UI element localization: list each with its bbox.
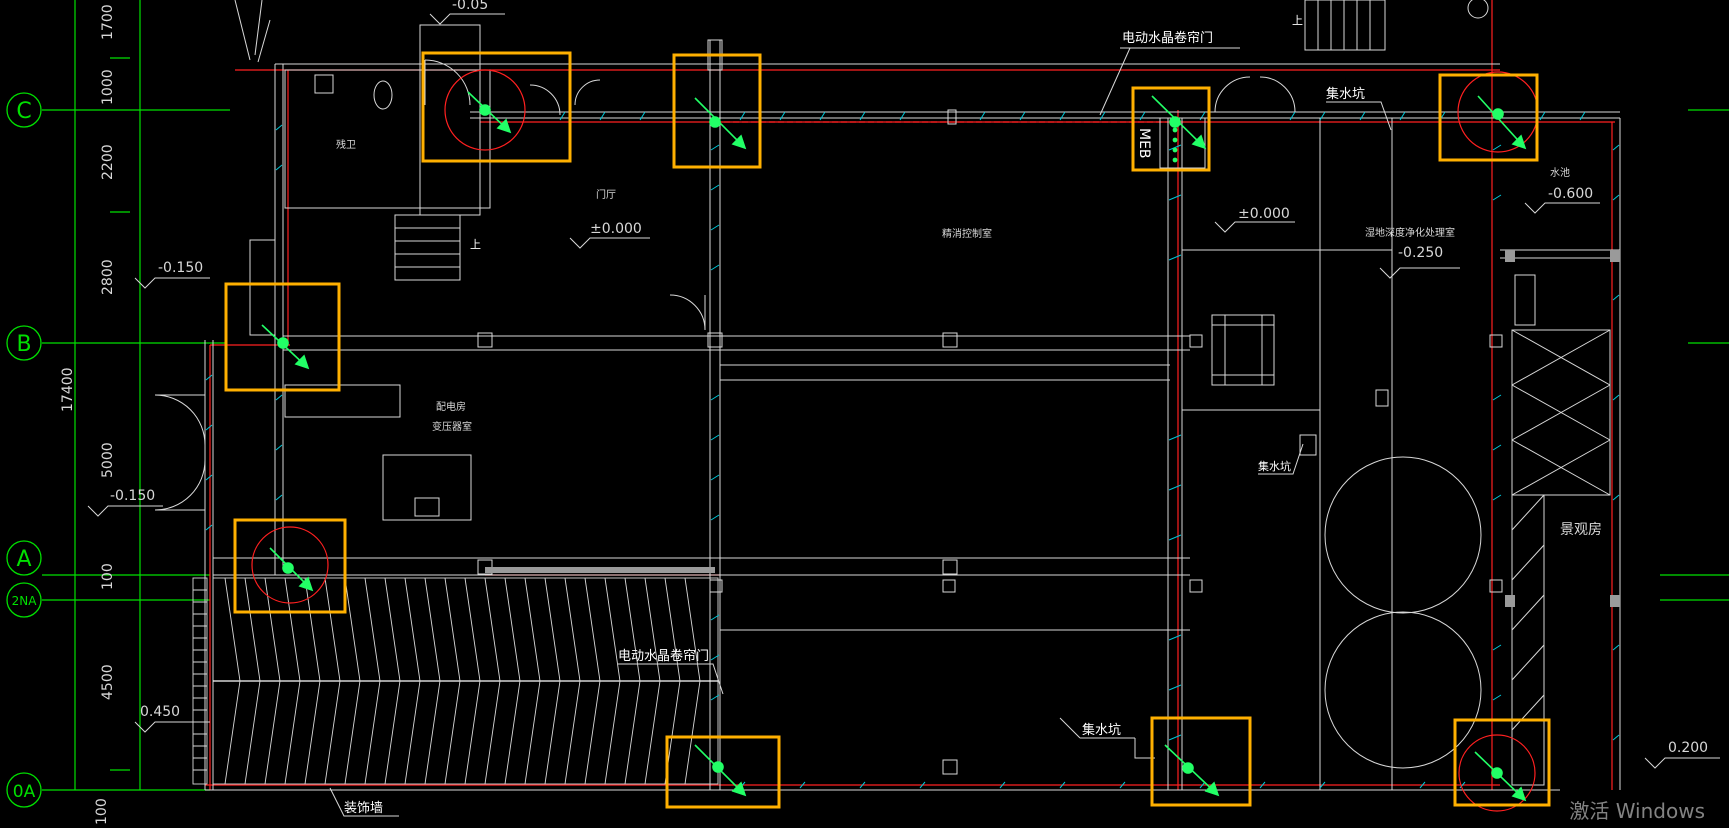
axis-label-2na: 2NA [12,594,38,608]
label-door-bottom: 电动水晶卷帘门 [618,648,709,664]
highlight-box-5 [224,282,341,392]
level-labels: -0.05 -0.150 -0.150 0.450 ±0.000 ±0.000 … [110,0,1708,756]
ground-arrows [261,91,1527,802]
meb-box [1159,117,1206,169]
label-meb: MEB [1136,128,1152,159]
axis-lines [42,0,1729,791]
room-landscape: 景观房 [1560,522,1602,538]
dim-100-b: 100 [94,798,110,825]
level-mid-right: ±0.000 [1238,206,1290,222]
label-stair-up-2: 上 [1292,14,1303,27]
axis-label-a: A [16,547,31,572]
label-sump-bottom: 集水坑 [1082,722,1121,738]
highlight-box-8 [1150,716,1252,807]
highlight-box-9 [1453,718,1551,807]
windows-activation-watermark: 激活 Windows [1569,799,1705,823]
level-top: -0.05 [452,0,488,13]
level-left-upper: -0.150 [158,260,203,276]
annotations: 电动水晶卷帘门 电动水晶卷帘门 集水坑 集水坑 集水坑 装饰墙 上 上 MEB [344,14,1365,816]
level-treatment: -0.250 [1398,245,1443,261]
highlight-box-7 [665,735,781,809]
dim-2800: 2800 [100,259,116,295]
walls [154,0,1621,791]
level-left-lower: -0.150 [110,488,155,504]
axis-bubble-a: A [6,540,42,576]
axis-label-c: C [16,99,31,124]
axis-bubble-b: B [6,325,42,361]
level-pool: -0.600 [1548,186,1593,202]
axis-bubble-c: C [6,92,42,128]
axis-bubble-0a: 0A [6,772,42,808]
red-circles [251,69,1539,812]
dim-1700: 1700 [100,4,116,40]
room-pool: 水池 [1550,166,1570,179]
label-deco-wall: 装饰墙 [344,801,383,816]
dim-2200: 2200 [100,144,116,180]
highlight-box-4 [1438,73,1539,162]
level-markers [87,13,1720,769]
label-sump-mid: 集水坑 [1258,459,1291,473]
dim-5000: 5000 [100,442,116,478]
level-lobby: ±0.000 [590,221,642,237]
highlight-box-2 [672,53,762,169]
room-transformer: 变压器室 [432,420,472,433]
room-electrical: 配电房 [436,400,466,413]
axis-bubble-2na: 2NA [6,582,42,618]
axis-label-b: B [16,332,31,357]
level-bottom-right: 0.200 [1668,740,1708,756]
wall-ticks [205,111,1620,789]
leader-lines [329,47,1392,817]
dim-1000: 1000 [100,69,116,105]
axis-label-0a: 0A [13,782,36,802]
room-water-treatment: 湿地深度净化处理室 [1365,226,1455,239]
room-washroom: 残卫 [336,138,356,151]
highlight-box-1 [421,51,572,163]
highlight-box-6 [233,518,347,614]
room-lobby: 门厅 [596,188,616,201]
label-stair-up-1: 上 [470,238,481,251]
highlight-boxes [224,51,1551,809]
grey-markers [485,250,1620,607]
highlight-box-3 [1131,86,1211,172]
room-fire-control: 精消控制室 [942,227,992,240]
meb-dots [1172,127,1178,163]
dim-4500: 4500 [100,664,116,700]
label-sump-top: 集水坑 [1326,86,1365,102]
room-labels: 残卫 门厅 精消控制室 配电房 变压器室 湿地深度净化处理室 水池 景观房 [336,138,1602,538]
red-lines [205,0,1615,790]
level-left-bottom: 0.450 [140,704,180,720]
dimension-labels: 1700 1000 2200 2800 5000 100 4500 100 17… [60,4,116,825]
dim-17400: 17400 [60,367,76,412]
hatch-area [192,577,719,785]
label-door-top: 电动水晶卷帘门 [1122,30,1213,46]
dim-100-a: 100 [100,563,116,590]
